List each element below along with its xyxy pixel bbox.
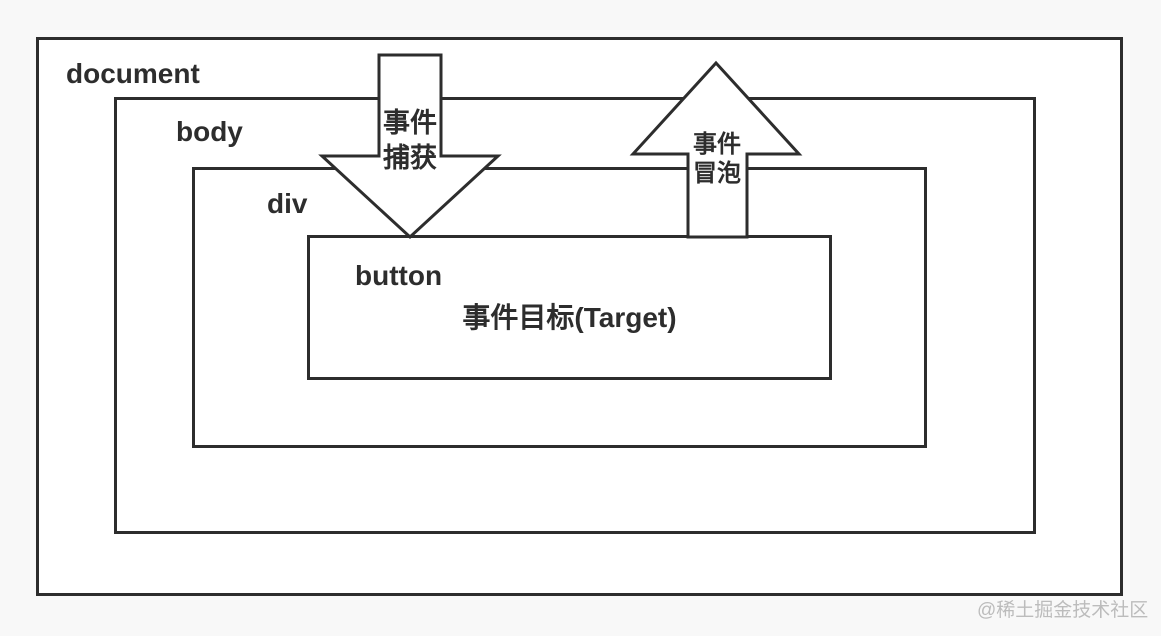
event-bubble-label-line1: 事件	[693, 131, 741, 158]
event-bubble-label: 事件 冒泡	[685, 130, 749, 188]
document-box-label: document	[66, 58, 200, 89]
event-capture-label: 事件 捕获	[377, 106, 443, 176]
button-box-label: button	[355, 260, 443, 291]
body-box-label: body	[176, 116, 243, 147]
watermark: @稀土掘金技术社区	[977, 600, 1149, 621]
event-target-label: 事件目标(Target)	[462, 302, 677, 333]
event-capture-label-line2: 捕获	[383, 143, 437, 173]
button-box	[307, 235, 832, 380]
div-box-label: div	[267, 188, 308, 219]
event-bubble-label-line2: 冒泡	[693, 160, 741, 187]
event-capture-label-line1: 事件	[383, 108, 437, 138]
